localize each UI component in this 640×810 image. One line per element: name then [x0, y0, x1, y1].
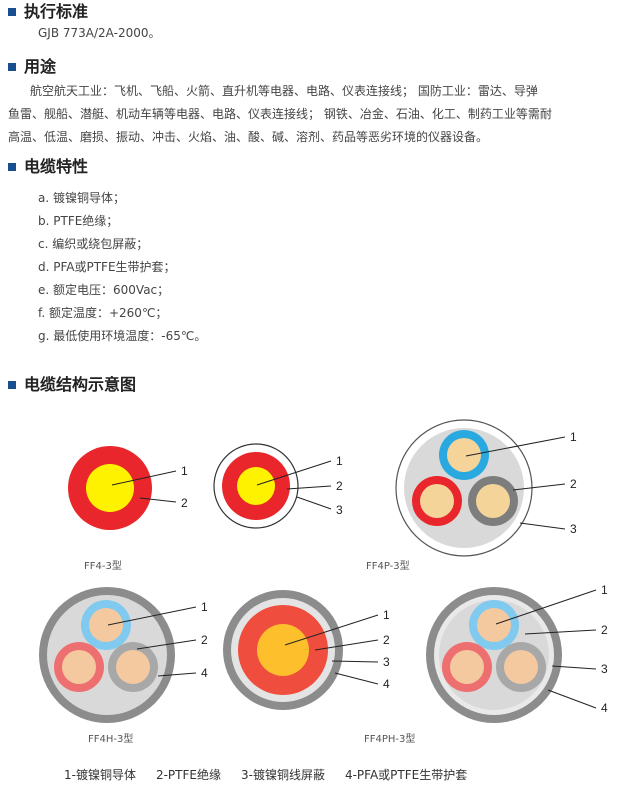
- leader-line: [495, 589, 597, 625]
- feature-item: a. 镀镍铜导体；: [38, 191, 125, 205]
- feature-item: e. 额定电压：600Vac；: [38, 283, 170, 297]
- conductor: [476, 484, 510, 518]
- feature-item: f. 额定温度：+260℃；: [38, 306, 168, 320]
- cable-ff4h-3: 1 2 4: [39, 587, 208, 723]
- cable-ff4p-3: 1 2 3: [213, 443, 343, 529]
- section-title-features: 电缆特性: [8, 157, 88, 177]
- cable-ff4ph-3: 1 2 3 4: [223, 590, 390, 710]
- model-label-ff4h-3: FF4H-3型: [88, 734, 134, 745]
- conductor: [447, 438, 481, 472]
- conductor: [116, 650, 150, 684]
- section-title-diagram: 电缆结构示意图: [8, 375, 136, 395]
- conductor: [62, 650, 96, 684]
- square-bullet-icon: [8, 8, 16, 16]
- feature-item: g. 最低使用环境温度：-65℃。: [38, 329, 207, 343]
- leader-line: [551, 665, 597, 670]
- callout-label: 2: [601, 623, 608, 637]
- standard-text: GJB 773A/2A-2000。: [38, 26, 161, 40]
- feature-item: b. PTFE绝缘；: [38, 214, 119, 228]
- leader-line: [256, 460, 332, 486]
- callout-label: 1: [383, 608, 390, 622]
- leader-line: [519, 522, 566, 530]
- legend-item: 2-PTFE绝缘: [155, 768, 221, 782]
- conductor: [450, 650, 484, 684]
- callout-label: 1: [181, 464, 188, 478]
- section-title-usage: 用途: [8, 57, 56, 77]
- conductor: [477, 608, 511, 642]
- callout-label: 2: [201, 633, 208, 647]
- callout-label: 3: [601, 662, 608, 676]
- feature-item: c. 编织或绕包屏蔽；: [38, 237, 149, 251]
- leader-line: [284, 614, 379, 646]
- legend-item: 1-镀镍铜导体: [64, 768, 136, 782]
- feature-item: d. PFA或PTFE生带护套；: [38, 260, 176, 274]
- leader-line: [286, 485, 332, 490]
- conductor: [89, 608, 123, 642]
- section-title-standard: 执行标准: [8, 2, 88, 22]
- callout-label: 3: [570, 522, 577, 536]
- callout-label: 2: [336, 479, 343, 493]
- callout-label: 1: [601, 583, 608, 597]
- cable-structure-diagram: 1 2 1 2 3 1 2 3: [39, 419, 608, 723]
- square-bullet-icon: [8, 381, 16, 389]
- leader-line: [334, 672, 379, 685]
- square-bullet-icon: [8, 63, 16, 71]
- square-bullet-icon: [8, 163, 16, 171]
- conductor: [257, 624, 309, 676]
- cable-ff4p-3-multicore: 1 2 3: [395, 419, 577, 557]
- model-label-ff4ph-3: FF4PH-3型: [364, 734, 416, 745]
- conductor: [504, 650, 538, 684]
- leader-line: [296, 496, 332, 510]
- leader-line: [157, 672, 197, 677]
- conductor: [420, 484, 454, 518]
- callout-label: 1: [336, 454, 343, 468]
- leader-line: [107, 606, 197, 626]
- callout-label: 4: [601, 701, 608, 715]
- cable-ff4ph-3-multicore: 1 2 3 4: [426, 583, 608, 723]
- usage-line-3: 高温、低温、磨损、振动、冲击、火焰、油、酸、碱、溶剂、药品等恶劣环境的仪器设备。: [8, 130, 489, 144]
- callout-label: 2: [383, 633, 390, 647]
- callout-label: 3: [336, 503, 343, 517]
- callout-label: 1: [201, 600, 208, 614]
- leader-line: [136, 639, 197, 650]
- legend-item: 3-镀镍铜线屏蔽: [241, 768, 325, 782]
- model-label-ff4-3: FF4-3型: [84, 561, 122, 572]
- conductor: [237, 467, 275, 505]
- legend-item: 4-PFA或PTFE生带护套: [344, 768, 468, 782]
- callout-label: 3: [383, 655, 390, 669]
- leader-line: [524, 629, 597, 635]
- leader-line: [331, 660, 379, 663]
- leader-line: [314, 639, 379, 651]
- diagram-legend: 1-镀镍铜导体 2-PTFE绝缘 3-镀镍铜线屏蔽 4-PFA或PTFE生带护套: [64, 766, 467, 783]
- leader-line: [465, 436, 566, 457]
- model-label-ff4p-3: FF4P-3型: [366, 561, 410, 572]
- conductor: [86, 464, 134, 512]
- usage-line-1: 航空航天工业：飞机、飞船、火箭、直升机等电器、电路、仪表连接线； 国防工业：雷达…: [30, 84, 538, 98]
- leader-line: [139, 497, 177, 503]
- usage-line-2: 鱼雷、舰船、潜艇、机动车辆等电器、电路、仪表连接线； 钢铁、冶金、石油、化工、制…: [8, 107, 552, 121]
- callout-label: 2: [570, 477, 577, 491]
- cable-ff4-3: 1 2: [68, 446, 188, 530]
- leader-line: [547, 689, 597, 709]
- leader-line: [512, 483, 566, 491]
- leader-line: [111, 470, 177, 486]
- callout-label: 2: [181, 496, 188, 510]
- callout-label: 4: [201, 666, 208, 680]
- callout-label: 4: [383, 677, 390, 691]
- callout-label: 1: [570, 430, 577, 444]
